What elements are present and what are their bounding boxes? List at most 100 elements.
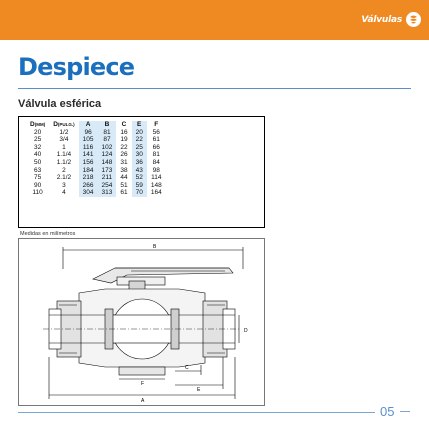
dimension-label-b: B	[153, 244, 157, 250]
table-cell: 22	[120, 143, 128, 151]
page-dash	[400, 411, 410, 412]
table-cell: 26	[120, 151, 128, 159]
table-cell: 32	[33, 143, 42, 151]
table-cell: 38	[120, 166, 128, 174]
table-cell: 61	[120, 189, 128, 197]
table-cell: 61	[152, 136, 160, 144]
table-cell: 105	[78, 136, 98, 144]
table-cell: 36	[131, 158, 147, 167]
table-cell: 30	[131, 151, 147, 159]
table-cell: 313	[97, 189, 117, 197]
title-divider	[18, 88, 411, 89]
valve-technical-drawing: B A F C E D	[43, 244, 248, 404]
table-cell: 81	[97, 128, 117, 137]
table-cell: 211	[97, 174, 117, 182]
brand-name: Válvulas	[361, 14, 402, 25]
table-cell: 218	[78, 174, 98, 182]
table-cell: 87	[97, 136, 117, 144]
table-cell: 50	[33, 158, 42, 166]
table-cell: 52	[131, 174, 147, 182]
table-cell: 75	[33, 174, 42, 182]
table-cell: 66	[152, 143, 160, 151]
table-cell: 173	[97, 166, 117, 175]
table-cell: 59	[131, 181, 147, 190]
table-cell: 254	[97, 181, 117, 190]
table-cell: 19	[120, 136, 128, 144]
table-cell: 148	[150, 181, 162, 189]
table-cell: 156	[78, 158, 98, 167]
header-e: E	[131, 121, 147, 129]
brand-logo-icon	[406, 12, 421, 27]
table-header-row: D(MM) D(PULG.) A B C E F	[26, 121, 166, 129]
header-c: C	[121, 121, 127, 128]
table-cell: 31	[120, 158, 128, 166]
table-cell: 3	[62, 181, 66, 189]
table-cell: 1.1/2	[56, 158, 72, 166]
table-cell: 43	[131, 166, 147, 175]
table-cell: 96	[78, 128, 98, 137]
table-cell: 22	[131, 136, 147, 144]
dimension-label-f: F	[141, 381, 144, 387]
page-subtitle: Válvula esférica	[18, 98, 102, 110]
header-d-mm: D(MM)	[30, 121, 46, 128]
table-cell: 20	[131, 128, 147, 137]
table-cell: 51	[120, 181, 128, 189]
table-cell: 1.1/4	[56, 151, 72, 159]
table-cell: 148	[97, 158, 117, 167]
table-cell: 304	[78, 189, 98, 197]
page-number: 05	[380, 404, 395, 419]
table-cell: 1/2	[59, 128, 69, 136]
dimension-label-a: A	[141, 398, 145, 404]
dimension-label-e: E	[197, 387, 201, 393]
table-cell: 44	[120, 174, 128, 182]
table-cell: 141	[78, 151, 98, 159]
table-cell: 56	[152, 128, 160, 136]
table-cell: 16	[120, 128, 128, 136]
table-cell: 2	[62, 166, 66, 174]
table-cell: 90	[33, 181, 42, 189]
header-f: F	[154, 121, 159, 128]
table-cell: 20	[33, 128, 42, 136]
header-bar: Válvulas	[0, 0, 429, 40]
table-cell: 84	[152, 158, 160, 166]
table-cell: 4	[62, 189, 66, 197]
dimension-label-c: C	[185, 365, 189, 371]
table-cell: 81	[152, 151, 160, 159]
dimension-label-d: D	[244, 328, 248, 334]
table-cell: 1	[62, 143, 66, 151]
page-title: Despiece	[18, 53, 135, 81]
header-a: A	[78, 121, 98, 129]
table-cell: 164	[150, 189, 162, 197]
table-cell: 124	[97, 151, 117, 159]
table-cell: 266	[78, 181, 98, 190]
table-cell: 70	[131, 189, 147, 197]
header-b: B	[97, 121, 117, 129]
table-cell: 98	[152, 166, 160, 174]
footer-divider	[18, 412, 375, 413]
table-cell: 25	[33, 136, 42, 144]
table-cell: 102	[97, 143, 117, 152]
table-cell: 25	[131, 143, 147, 152]
table-cell: 40	[33, 151, 42, 159]
brand: Válvulas	[361, 12, 421, 27]
table-cell: 2.1/2	[56, 174, 72, 182]
header-d-pulg: D(PULG.)	[53, 121, 75, 128]
table-cell: 184	[78, 166, 98, 175]
table-cell: 116	[78, 143, 98, 152]
drawing-caption: Medidas en milímetros	[20, 231, 76, 237]
table-cell: 114	[151, 174, 162, 182]
table-cell: 110	[32, 189, 43, 197]
table-cell: 63	[33, 166, 42, 174]
